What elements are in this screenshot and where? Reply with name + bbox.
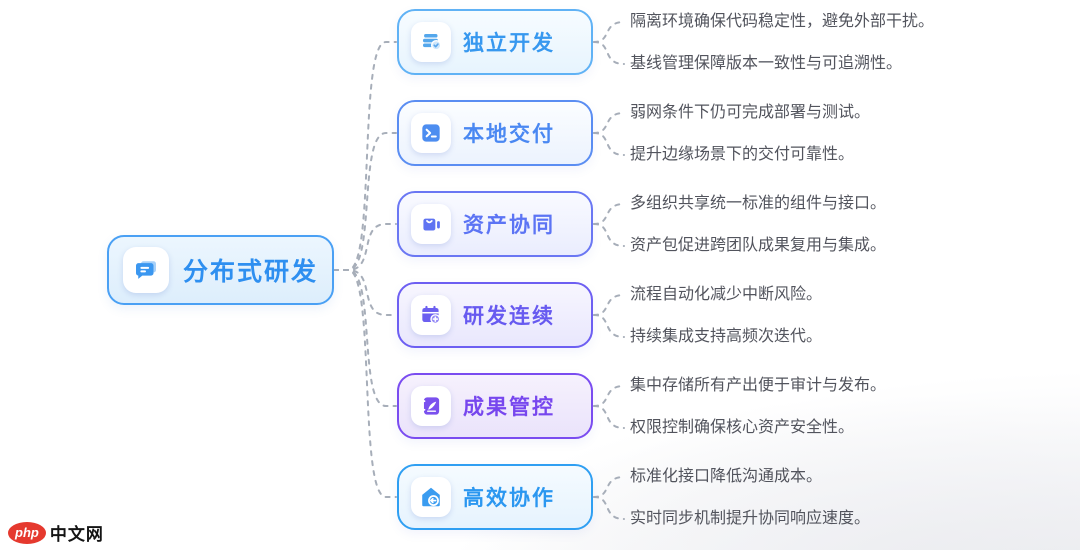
leaf-text: 标准化接口降低沟通成本。 xyxy=(630,468,823,485)
leaf-text: 基线管理保障版本一致性与可追溯性。 xyxy=(630,55,903,72)
branch-node-rd-continuity: 研发连续 xyxy=(397,282,593,348)
branch-title: 独立开发 xyxy=(463,32,555,55)
leaf-text: 弱网条件下仍可完成部署与测试。 xyxy=(630,104,871,121)
php-logo-text: 中文网 xyxy=(49,525,104,544)
branch-title: 资产协同 xyxy=(463,214,555,237)
branch-node-independent-dev: 独立开发 xyxy=(397,9,593,75)
root-node-title: 分布式研发 xyxy=(183,258,319,286)
leaf-text: 集中存储所有产出便于审计与发布。 xyxy=(630,377,887,394)
leaf-text: 提升边缘场景下的交付可靠性。 xyxy=(630,146,855,163)
server-stack-check-icon xyxy=(411,22,451,62)
calendar-plus-icon xyxy=(411,295,451,335)
branch-node-local-delivery: 本地交付 xyxy=(397,100,593,166)
leaf-text: 持续集成支持高频次迭代。 xyxy=(630,328,823,345)
leaf-text: 多组织共享统一标准的组件与接口。 xyxy=(630,195,887,212)
site-watermark: php 中文网 xyxy=(8,520,104,545)
branch-title: 本地交付 xyxy=(463,123,555,146)
shopping-bag-icon xyxy=(411,204,451,244)
leaf-text: 流程自动化减少中断风险。 xyxy=(630,286,823,303)
branch-title: 研发连续 xyxy=(463,305,555,328)
branch-title: 成果管控 xyxy=(463,396,555,419)
chat-bubbles-icon xyxy=(123,247,169,293)
home-arrow-icon xyxy=(411,477,451,517)
leaf-text: 资产包促进跨团队成果复用与集成。 xyxy=(630,237,887,254)
leaf-text: 隔离环境确保代码稳定性，避免外部干扰。 xyxy=(630,13,935,30)
leaf-text: 实时同步机制提升协同响应速度。 xyxy=(630,510,871,527)
branch-node-output-control: 成果管控 xyxy=(397,373,593,439)
terminal-icon xyxy=(411,113,451,153)
leaf-text: 权限控制确保核心资产安全性。 xyxy=(630,419,855,436)
branch-node-asset-collaboration: 资产协同 xyxy=(397,191,593,257)
branch-title: 高效协作 xyxy=(463,487,555,510)
branch-node-efficient-collaboration: 高效协作 xyxy=(397,464,593,530)
php-logo-badge: php xyxy=(8,521,46,544)
notebook-pen-icon xyxy=(411,386,451,426)
root-node-distributed-rd: 分布式研发 xyxy=(107,235,334,305)
